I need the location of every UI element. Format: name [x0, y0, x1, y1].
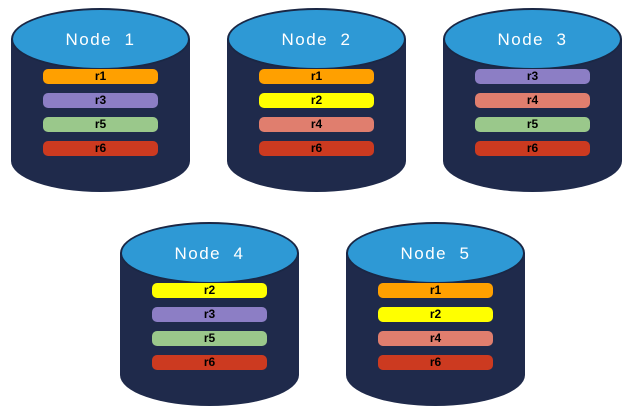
replica-bar: r2 [259, 93, 374, 108]
replica-bar: r6 [43, 141, 158, 156]
replica-bar: r5 [43, 117, 158, 132]
replica-bar: r5 [152, 331, 267, 346]
replica-bar: r6 [259, 141, 374, 156]
replica-bar: r2 [378, 307, 493, 322]
node-2-cylinder-top: Node 2 [227, 8, 406, 70]
replica-bar: r6 [475, 141, 590, 156]
replica-bar: r3 [152, 307, 267, 322]
node-5-cylinder: Node 5 r1 r2 r4 r6 [346, 222, 525, 406]
replica-bar: r2 [152, 283, 267, 298]
node-5-title: Node 5 [400, 244, 471, 263]
replica-bar: r3 [43, 93, 158, 108]
replica-bar: r6 [378, 355, 493, 370]
node-5-replica-list: r1 r2 r4 r6 [378, 283, 493, 379]
node-3-title: Node 3 [497, 30, 568, 49]
node-4-cylinder: Node 4 r2 r3 r5 r6 [120, 222, 299, 406]
replica-bar: r4 [475, 93, 590, 108]
node-4-replica-list: r2 r3 r5 r6 [152, 283, 267, 379]
node-2-replica-list: r1 r2 r4 r6 [259, 69, 374, 165]
node-4-title: Node 4 [174, 244, 245, 263]
replica-bar: r4 [378, 331, 493, 346]
node-2-cylinder: Node 2 r1 r2 r4 r6 [227, 8, 406, 192]
node-1-cylinder: Node 1 r1 r3 r5 r6 [11, 8, 190, 192]
node-1-cylinder-top: Node 1 [11, 8, 190, 70]
node-3-replica-list: r3 r4 r5 r6 [475, 69, 590, 165]
replica-bar: r5 [475, 117, 590, 132]
replica-bar: r1 [259, 69, 374, 84]
node-3-cylinder-top: Node 3 [443, 8, 622, 70]
replica-bar: r1 [378, 283, 493, 298]
replica-bar: r6 [152, 355, 267, 370]
node-1-title: Node 1 [65, 30, 136, 49]
node-1-replica-list: r1 r3 r5 r6 [43, 69, 158, 165]
node-4-cylinder-top: Node 4 [120, 222, 299, 284]
replica-bar: r4 [259, 117, 374, 132]
node-5-cylinder-top: Node 5 [346, 222, 525, 284]
node-2-title: Node 2 [281, 30, 352, 49]
replica-bar: r1 [43, 69, 158, 84]
node-3-cylinder: Node 3 r3 r4 r5 r6 [443, 8, 622, 192]
replica-bar: r3 [475, 69, 590, 84]
